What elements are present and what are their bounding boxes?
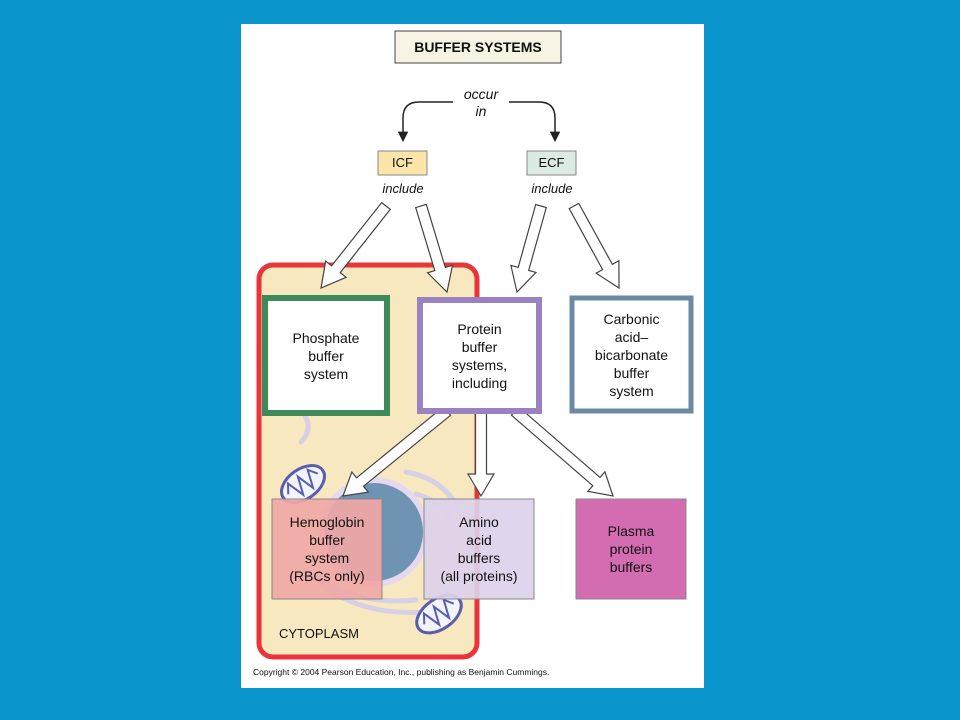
arrow-to-ecf bbox=[509, 101, 561, 143]
phosphate-buffer-box: Phosphate buffer system bbox=[292, 329, 360, 382]
arrow-ecf-to-protein bbox=[510, 203, 548, 294]
phosphate-box-frame bbox=[262, 295, 390, 416]
amino-acid-buffers-box: Amino acid buffers (all proteins) bbox=[440, 514, 518, 584]
cytoplasm-label: CYTOPLASM bbox=[279, 626, 359, 641]
block-arrows bbox=[320, 201, 620, 498]
plasma-protein-buffers-box: Plasma protein buffers bbox=[607, 523, 655, 575]
icf-include-label: include bbox=[382, 181, 424, 196]
plasma-box-frame bbox=[575, 498, 687, 600]
arrow-protein-to-hemoglobin bbox=[342, 405, 452, 497]
arrow-protein-to-amino bbox=[466, 410, 496, 498]
amino-box-frame bbox=[423, 498, 535, 600]
title-box bbox=[394, 30, 562, 64]
icf-box bbox=[377, 150, 428, 176]
arrow-to-icf bbox=[397, 101, 453, 143]
icf-label: ICF bbox=[392, 155, 413, 170]
hemoglobin-box-frame bbox=[271, 498, 383, 600]
diagram-canvas bbox=[256, 30, 694, 660]
arrow-protein-to-plasma bbox=[510, 405, 614, 497]
mitochondrion-upper bbox=[280, 464, 326, 504]
ecf-label: ECF bbox=[538, 155, 565, 170]
hemoglobin-buffer-box: Hemoglobin buffer system (RBCs only) bbox=[289, 514, 365, 584]
arrow-icf-to-phosphate bbox=[320, 201, 392, 289]
copyright-notice: Copyright © 2004 Pearson Education, Inc.… bbox=[253, 667, 550, 677]
slide: BUFFER SYSTEMS occur in ICF include ECF … bbox=[241, 24, 704, 688]
occur-in-label: occur in bbox=[463, 86, 499, 119]
arrow-icf-to-protein bbox=[414, 203, 454, 294]
ecf-include-label: include bbox=[531, 181, 573, 196]
arrow-ecf-to-carbonic bbox=[568, 202, 620, 290]
carbonic-box-frame bbox=[569, 295, 694, 414]
protein-box-frame bbox=[417, 297, 542, 414]
ecf-box bbox=[526, 150, 577, 176]
protein-buffer-box: Protein buffer systems, including bbox=[451, 320, 508, 391]
page-title: BUFFER SYSTEMS bbox=[414, 39, 542, 55]
mitochondrion-lower bbox=[415, 593, 463, 635]
carbonic-acid-bicarbonate-box: Carbonic acid– bicarbonate buffer system bbox=[594, 310, 669, 399]
